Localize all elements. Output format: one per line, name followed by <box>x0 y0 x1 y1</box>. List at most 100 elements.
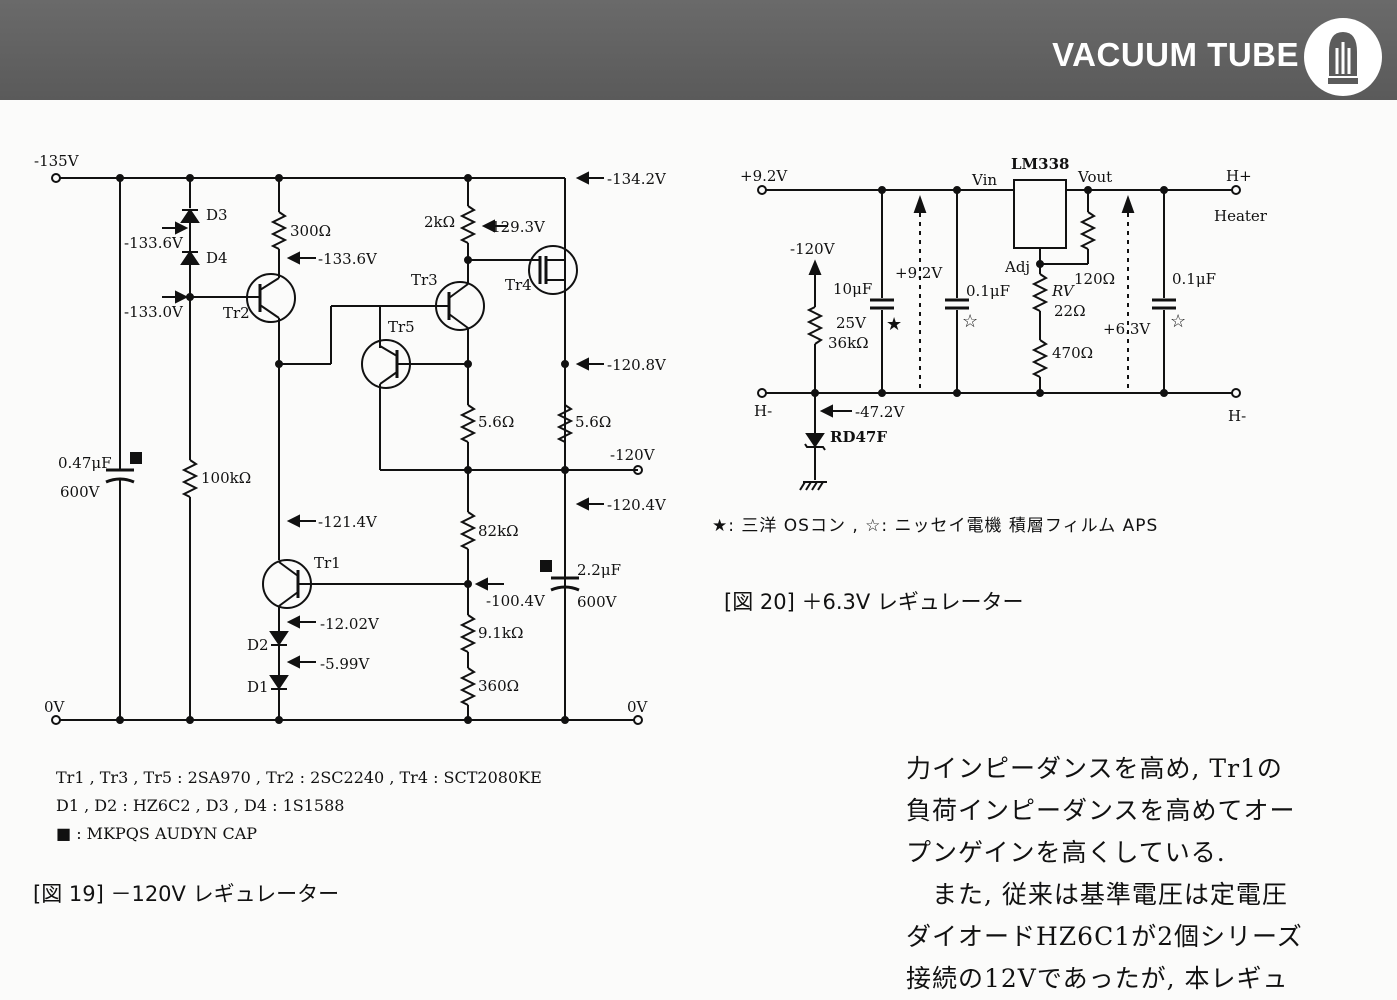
input-terminal <box>51 173 61 183</box>
resistor-5-6-left <box>459 404 477 443</box>
label-tr2: Tr2 <box>223 304 250 322</box>
label-ground-left: 0V <box>44 698 66 716</box>
label-d4: D4 <box>206 249 228 267</box>
star-outline-icon: ☆ <box>1170 311 1186 332</box>
label-c10u: 10μF <box>833 280 872 298</box>
label-c22-voltage: 600V <box>577 593 618 611</box>
fig19-caption: [図 19] －120V レギュレーター <box>33 882 340 906</box>
label-r5-6-left: 5.6Ω <box>478 413 514 431</box>
parts-line: ■ : MKPQS AUDYN CAP <box>56 824 258 843</box>
label-r5-6-right: 5.6Ω <box>575 413 611 431</box>
label-r22: 22Ω <box>1054 302 1086 320</box>
body-line: 力インピーダンスを高め, Tr1の <box>906 754 1283 783</box>
label-r36k: 36kΩ <box>828 334 869 352</box>
label-vout: Vout <box>1077 168 1112 186</box>
resistor-2k <box>459 205 477 244</box>
label-output-voltage: -120V <box>610 446 656 464</box>
label-v5-99: -5.99V <box>320 655 370 673</box>
label-rv: RV <box>1051 282 1076 300</box>
transistor-tr2 <box>246 273 296 323</box>
label-d1: D1 <box>247 678 269 696</box>
fig20-legend-note: ★: 三洋 OSコン , ☆: ニッセイ電機 積層フィルム APS <box>712 516 1159 536</box>
label-d2: D2 <box>247 636 269 654</box>
label-v12-02: -12.02V <box>320 615 380 633</box>
resistor-470 <box>1031 339 1049 378</box>
label-c01-right: 0.1μF <box>1172 270 1216 288</box>
label-input-9-2: +9.2V <box>740 167 788 185</box>
label-heater: Heater <box>1214 207 1268 225</box>
label-r2k: 2kΩ <box>424 213 455 231</box>
page-header: VACUUM TUBE <box>0 0 1397 100</box>
label-v121-4: -121.4V <box>318 513 378 531</box>
resistor-82k <box>459 511 477 550</box>
label-r120: 120Ω <box>1074 270 1115 288</box>
zener-rd47f <box>805 433 825 448</box>
mkpqs-marker-icon <box>130 452 142 464</box>
label-hminus-right: H- <box>1228 407 1246 425</box>
label-ground-right: 0V <box>627 698 649 716</box>
fig19-parts-list: Tr1 , Tr3 , Tr5 : 2SA970 , Tr2 : 2SC2240… <box>56 764 542 848</box>
label-c10v: 25V <box>836 314 867 332</box>
label-hplus: H+ <box>1226 167 1252 185</box>
label-v100-4: -100.4V <box>486 592 546 610</box>
label-tr5: Tr5 <box>388 318 415 336</box>
resistor-120 <box>1079 211 1097 250</box>
label-r82k: 82kΩ <box>478 522 519 540</box>
resistor-100k <box>181 459 199 498</box>
label-r9-1k: 9.1kΩ <box>478 624 523 642</box>
label-rd47f: RD47F <box>830 428 887 446</box>
resistor-5-6-right <box>556 404 574 443</box>
header-title: VACUUM TUBE <box>1052 36 1299 73</box>
label-v133-6-b: -133.6V <box>318 250 378 268</box>
label-vin: Vin <box>971 171 997 189</box>
label-c047-voltage: 600V <box>60 483 101 501</box>
label-v133-6-a: -133.6V <box>124 234 184 252</box>
label-tr3: Tr3 <box>411 271 438 289</box>
body-line: また, 従来は基準電圧は定電圧 <box>906 880 1288 909</box>
label-r360: 360Ω <box>478 677 519 695</box>
label-out-6-3: +6.3V <box>1103 320 1151 338</box>
label-v47-2: -47.2V <box>855 403 905 421</box>
parts-line: Tr1 , Tr3 , Tr5 : 2SA970 , Tr2 : 2SC2240… <box>56 768 542 787</box>
resistor-rv <box>1031 273 1049 312</box>
measurement-arrows <box>162 171 604 669</box>
mosfet-tr4 <box>528 245 578 295</box>
label-c01-left: 0.1μF <box>966 282 1010 300</box>
label-v129-3: -129.3V <box>486 218 546 236</box>
label-hminus-left: H- <box>754 402 772 420</box>
vacuum-tube-icon <box>1304 18 1382 96</box>
label-neg120: -120V <box>790 240 836 258</box>
ground-terminal-left <box>51 715 61 725</box>
label-r470: 470Ω <box>1052 344 1093 362</box>
fig20-caption: [図 20] ＋6.3V レギュレーター <box>724 590 1024 614</box>
label-in-9-2-dashed: +9.2V <box>895 264 943 282</box>
label-v133-0: -133.0V <box>124 303 184 321</box>
body-line: ダイオードHZ6C1が2個シリーズ <box>906 922 1303 951</box>
article-body-text: 力インピーダンスを高め, Tr1の 負荷インピーダンスを高めてオー プンゲインを… <box>906 748 1306 1000</box>
label-v134-2: -134.2V <box>607 170 667 188</box>
label-r100k: 100kΩ <box>201 469 251 487</box>
resistor-9-1k <box>459 614 477 653</box>
star-filled-icon: ★ <box>886 314 902 335</box>
parts-line: D1 , D2 : HZ6C2 , D3 , D4 : 1S1588 <box>56 796 345 815</box>
ground-terminal-right <box>633 715 643 725</box>
body-line: 負荷インピーダンスを高めてオー <box>906 796 1296 825</box>
label-v120-4: -120.4V <box>607 496 667 514</box>
label-c047: 0.47μF <box>58 454 112 472</box>
diode-d1 <box>269 675 289 690</box>
label-d3: D3 <box>206 206 228 224</box>
label-c22: 2.2μF <box>577 561 621 579</box>
diode-d2 <box>269 631 289 646</box>
mkpqs-marker-icon <box>540 560 552 572</box>
body-line: 接続の12Vであったが, 本レギュ <box>906 964 1289 993</box>
resistor-36k <box>806 306 824 345</box>
label-v120-8: -120.8V <box>607 356 667 374</box>
body-line: プンゲインを高くしている. <box>906 838 1226 867</box>
resistor-300 <box>270 211 288 250</box>
label-tr4: Tr4 <box>505 276 532 294</box>
label-lm338: LM338 <box>1011 155 1069 173</box>
label-r300: 300Ω <box>290 222 331 240</box>
label-input-voltage: -135V <box>34 152 80 170</box>
